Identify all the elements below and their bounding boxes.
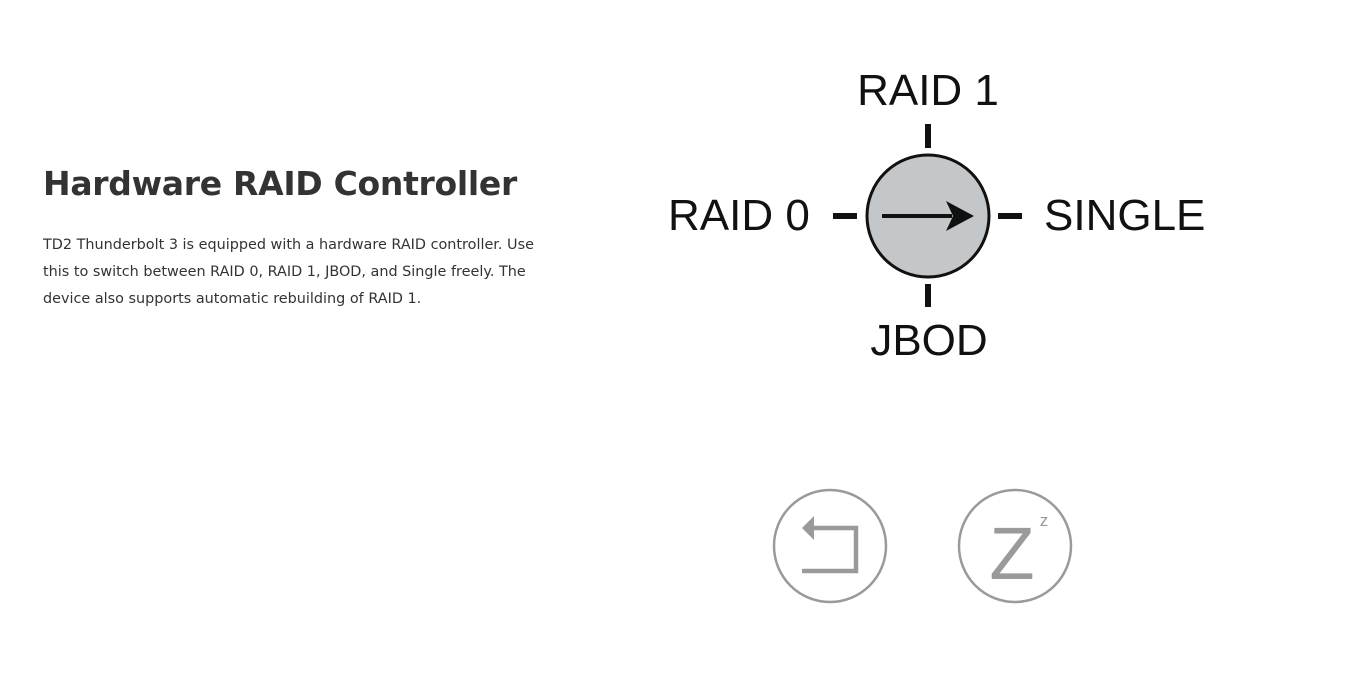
raid-dial-diagram: RAID 1 RAID 0 SINGLE JBOD [668, 66, 1205, 365]
sleep-icon-letter: Z [989, 512, 1034, 595]
feature-description: TD2 Thunderbolt 3 is equipped with a har… [43, 237, 534, 307]
arrow-right-icon [946, 201, 974, 231]
dial-tick-bottom [925, 284, 931, 307]
sleep-icon: Z z [957, 488, 1073, 604]
dial-tick-right [998, 213, 1022, 219]
feature-text-section: Hardware RAID Controller TD2 Thunderbolt… [43, 160, 563, 313]
sleep-icon-superscript: z [1040, 511, 1049, 530]
back-button[interactable] [772, 488, 888, 604]
sleep-button[interactable]: Z z [957, 488, 1073, 604]
page-title: Hardware RAID Controller [43, 164, 517, 203]
dial-label-single: SINGLE [1044, 191, 1205, 240]
dial-label-raid-0: RAID 0 [668, 191, 810, 240]
dial-tick-left [833, 213, 857, 219]
raid-mode-dial: RAID 1 RAID 0 SINGLE JBOD [650, 50, 1230, 380]
dial-label-raid-1: RAID 1 [857, 66, 999, 115]
dial-tick-top [925, 124, 931, 148]
dial-label-jbod: JBOD [870, 316, 987, 365]
return-icon [772, 488, 888, 604]
